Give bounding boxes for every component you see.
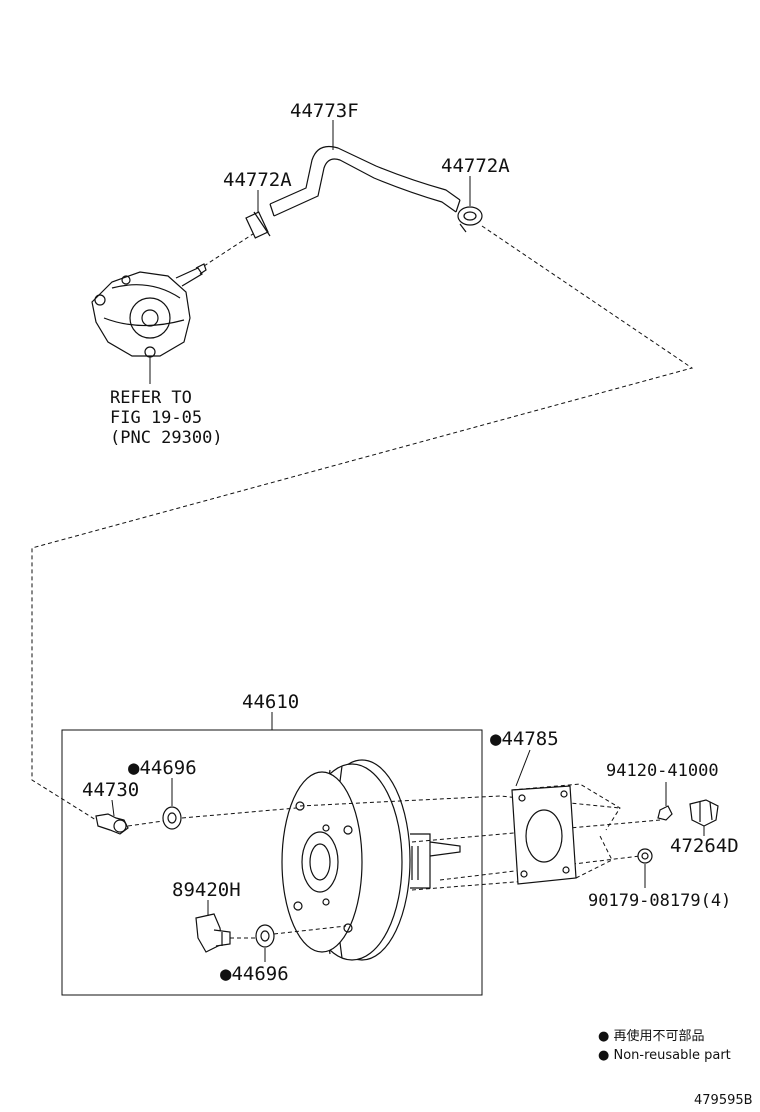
label-89420H: 89420H	[172, 879, 241, 901]
gasket-plate	[511, 783, 621, 885]
refer-line-3: (PNC 29300)	[110, 428, 223, 448]
vacuum-sensor	[195, 913, 231, 953]
label-94120-41000: 94120-41000	[606, 761, 719, 781]
label-44610: 44610	[242, 691, 299, 713]
check-valve	[95, 813, 129, 835]
grommet-bottom	[255, 924, 275, 948]
diagram-ref-number: 479595B	[694, 1093, 753, 1108]
label-44773F: 44773F	[290, 100, 359, 122]
label-44730: 44730	[82, 779, 139, 801]
legend-line-1: ● 再使用不可部品	[598, 1028, 704, 1044]
brake-booster	[281, 759, 461, 961]
label-44785: ●44785	[490, 728, 559, 750]
nut	[657, 805, 673, 821]
label-44772A-right: 44772A	[441, 155, 510, 177]
booster-assembly-frame	[61, 729, 483, 996]
vacuum-hose	[269, 145, 461, 217]
legend-line-2: ● Non-reusable part	[598, 1048, 731, 1063]
hose-clamp-left	[245, 211, 271, 239]
hose-clamp-right	[457, 206, 483, 233]
grommet-top	[162, 806, 182, 830]
refer-line-2: FIG 19-05	[110, 408, 202, 428]
label-47264D: 47264D	[670, 835, 739, 857]
clip	[689, 799, 719, 827]
bolt	[637, 848, 653, 864]
vacuum-pump	[91, 263, 207, 358]
label-44772A-left: 44772A	[223, 169, 292, 191]
label-44696-bottom: ●44696	[220, 963, 289, 985]
label-44696-top: ●44696	[128, 757, 197, 779]
refer-line-1: REFER TO	[110, 388, 192, 408]
label-90179-08179: 90179-08179(4)	[588, 891, 731, 911]
